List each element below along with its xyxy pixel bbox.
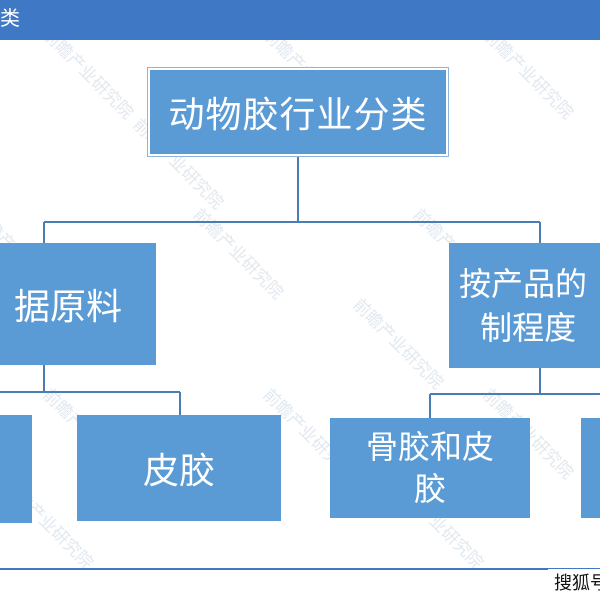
- node-left-right-child: 皮胶: [77, 415, 281, 521]
- node-right-branch: 按产品的 制程度: [449, 243, 600, 368]
- node-right-left-child: 骨胶和皮 胶: [330, 418, 530, 518]
- node-right-left-child-label: 骨胶和皮 胶: [365, 428, 494, 508]
- source-label: 搜狐号: [548, 569, 600, 599]
- node-left-left-child: [0, 415, 32, 523]
- footer-divider: [0, 568, 600, 570]
- node-root-label: 动物胶行业分类: [168, 95, 428, 136]
- node-left-branch-label: 据原料: [13, 287, 122, 328]
- node-right-branch-label: 按产品的 制程度: [459, 264, 588, 347]
- node-right-right-child: [581, 418, 600, 518]
- header-bar: 类: [0, 0, 600, 40]
- header-title: 类: [0, 6, 20, 30]
- node-root: 动物胶行业分类: [148, 68, 448, 156]
- node-left-right-child-label: 皮胶: [142, 451, 215, 492]
- node-left-branch: 据原料: [0, 243, 156, 365]
